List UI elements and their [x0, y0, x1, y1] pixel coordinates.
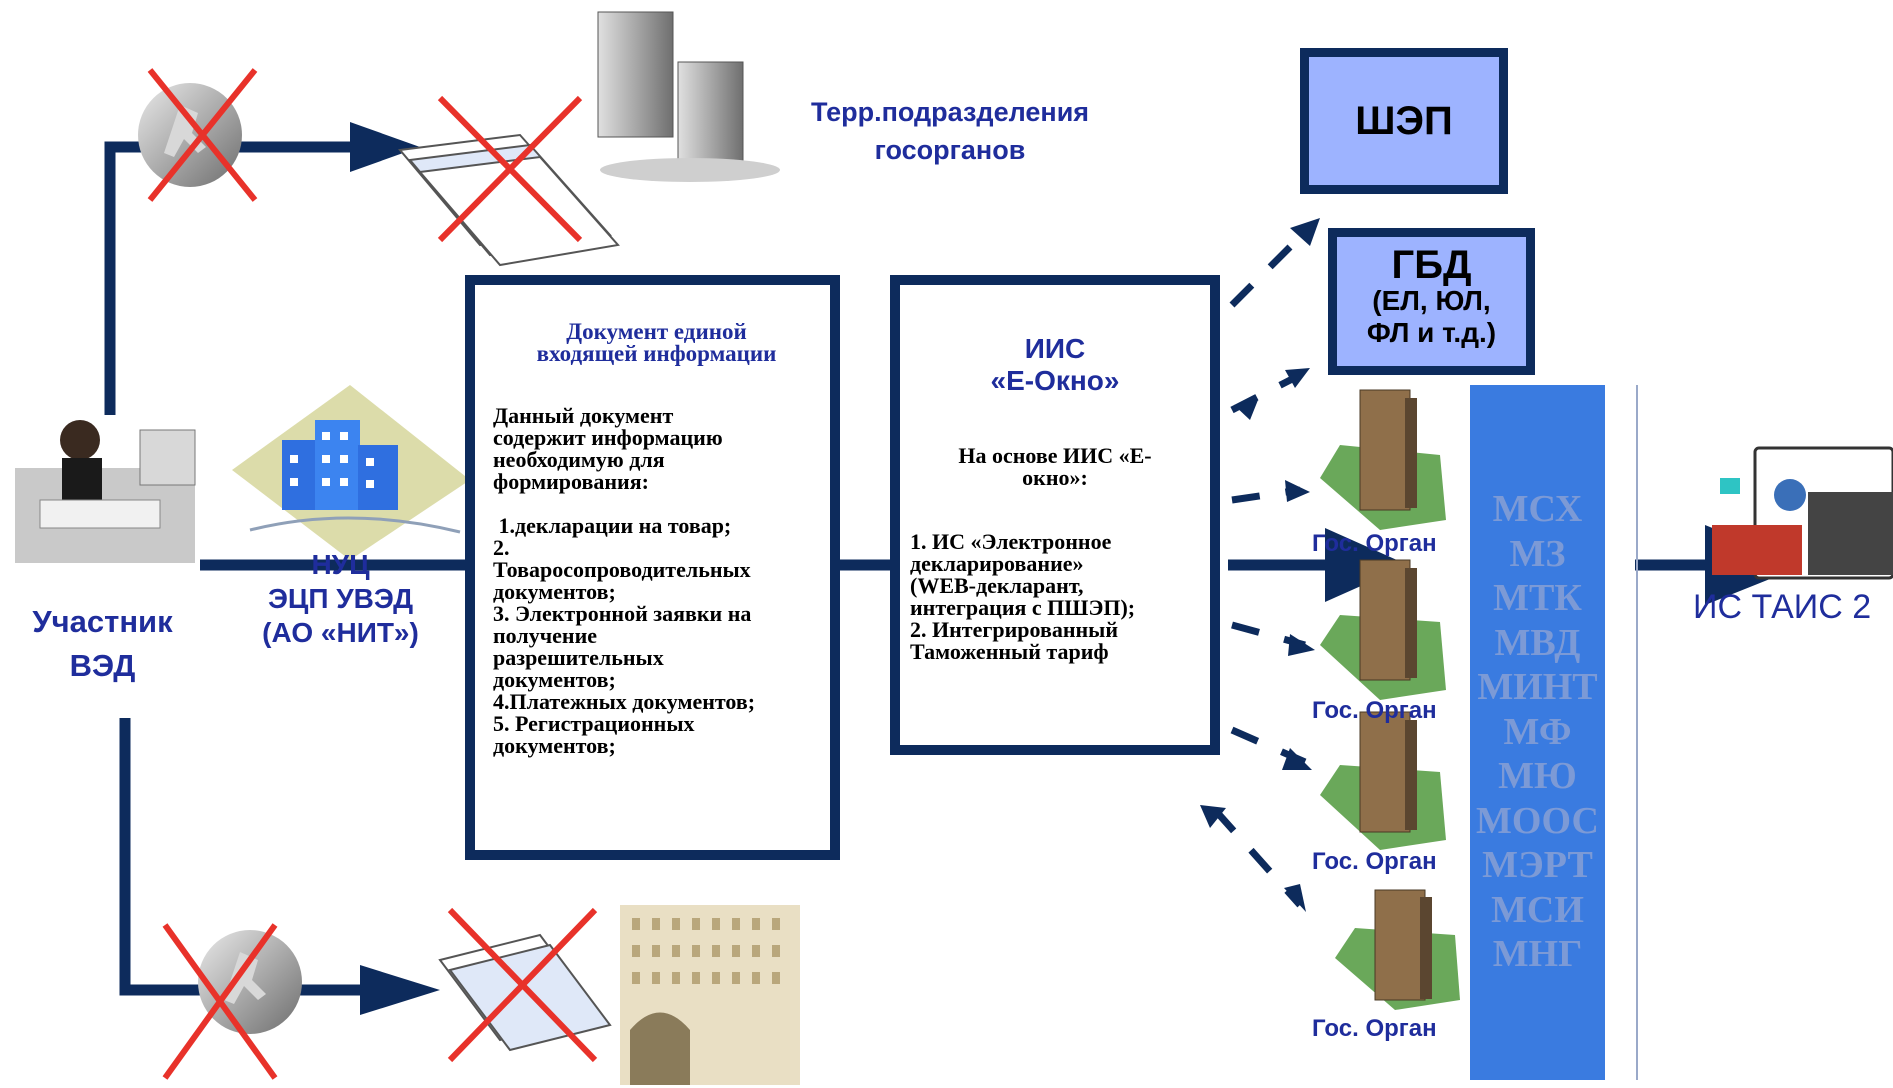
- iis-box: ИИС «Е-Окно» На основе ИИС «Е- окно»: 1.…: [890, 275, 1220, 755]
- crossed-documents-icon-top: [398, 133, 620, 267]
- nuc-label: НУЦ ЭЦП УВЭД (АО «НИТ»): [228, 548, 453, 650]
- participant-person-icon: [15, 420, 196, 563]
- gov-label-2: Гос. Орган: [1312, 697, 1437, 724]
- document-lines-line: 1.декларации на товар;: [493, 513, 732, 538]
- document-title: Документ единой входящей информации: [493, 319, 820, 366]
- gbd-line2: (ЕЛ, ЮЛ,: [1372, 285, 1491, 316]
- document-lines-line: получение: [493, 623, 598, 648]
- iis-items-line: 1. ИС «Электронное: [910, 529, 1112, 554]
- document-box: Документ единой входящей информации Данн…: [465, 275, 840, 860]
- agency-item: МООС: [1476, 799, 1599, 842]
- agency-item: МСХ: [1492, 488, 1583, 530]
- agency-item: МТК: [1493, 577, 1582, 619]
- dash-to-shep: [1229, 229, 1308, 308]
- gbd-line3: ФЛ и т.д.): [1366, 317, 1497, 348]
- gov-building-3: [1320, 711, 1446, 850]
- iis-title-line2: «Е-Окно»: [990, 365, 1120, 396]
- participant-label: Участник ВЭД: [0, 600, 205, 688]
- gov-label-1: Гос. Орган: [1312, 530, 1437, 557]
- participant-label-line1: Участник: [32, 604, 173, 639]
- tais-icon: [1712, 446, 1893, 580]
- document-lines-line: Данный документ: [493, 403, 674, 428]
- crossed-courier-icon-bottom: [198, 930, 302, 1034]
- gov-label-4: Гос. Орган: [1312, 1015, 1437, 1042]
- agency-item: МИНТ: [1477, 666, 1598, 708]
- document-lines-line: 4.Платежных документов;: [493, 689, 756, 714]
- crossed-courier-icon-top: [138, 83, 242, 187]
- terr-label: Терр.подразделения госорганов: [760, 93, 1140, 169]
- agency-item: МНГ: [1492, 933, 1583, 975]
- nuc-label-line1: НУЦ: [311, 549, 370, 580]
- dashed-arrow-heads: [1200, 218, 1320, 912]
- nuc-buildings-icon: [232, 385, 470, 560]
- iis-basis-line1: На основе ИИС «Е-: [958, 443, 1152, 468]
- document-lines-line: документов;: [493, 667, 616, 692]
- document-title-line2: входящей информации: [536, 341, 777, 366]
- document-lines-line: 2.: [493, 535, 510, 560]
- iis-title: ИИС «Е-Окно»: [910, 333, 1200, 397]
- terr-label-line2: госорганов: [874, 135, 1026, 165]
- document-lines-line: содержит информацию: [493, 425, 723, 450]
- agency-item: МЗ: [1509, 532, 1566, 575]
- agency-item: МСИ: [1491, 888, 1584, 931]
- iis-basis-line2: окно»:: [1022, 465, 1088, 490]
- iis-title-line1: ИИС: [1024, 333, 1086, 364]
- gov-building-1: [1320, 389, 1446, 530]
- gbd-box: ГБД (ЕЛ, ЮЛ, ФЛ и т.д.): [1328, 228, 1535, 375]
- agency-item: МЮ: [1498, 755, 1577, 797]
- tais-label: ИС ТАИС 2: [1693, 588, 1872, 626]
- agency-item: МВД: [1494, 621, 1581, 664]
- document-lines-line: Товаросопроводительных: [493, 557, 751, 582]
- gov-label-3: Гос. Орган: [1312, 848, 1437, 875]
- agency-item: МЭРТ: [1482, 844, 1593, 886]
- nuc-label-line2: ЭЦП УВЭД: [267, 583, 414, 614]
- document-title-line1: Документ единой: [566, 319, 747, 344]
- cross-marks: [147, 68, 598, 1080]
- agency-item: МФ: [1503, 710, 1572, 753]
- document-lines-line: документов;: [493, 579, 616, 604]
- iis-items-line: 2. Интегрированный: [910, 617, 1119, 642]
- ministry-building-icon: [620, 905, 800, 1085]
- iis-basis: На основе ИИС «Е- окно»:: [910, 445, 1200, 489]
- document-lines-line: 3. Электронной заявки на: [493, 601, 752, 626]
- terr-label-line1: Терр.подразделения: [810, 97, 1090, 127]
- top-flow-line: [104, 141, 350, 415]
- gov-building-icons: [1320, 389, 1460, 1010]
- office-towers-icon: [597, 11, 780, 182]
- shep-label: ШЭП: [1355, 99, 1453, 143]
- gov-building-4: [1335, 889, 1460, 1010]
- document-lines-line: разрешительных: [493, 645, 664, 670]
- document-lines-line: необходимую для: [493, 447, 665, 472]
- document-lines-line: [493, 493, 820, 515]
- document-lines-line: документов;: [493, 733, 616, 758]
- document-lines-line: 5. Регистрационных: [493, 711, 695, 736]
- bottom-arrow-head: [360, 965, 440, 1015]
- nuc-label-line3: (АО «НИТ»): [262, 617, 419, 648]
- crossed-documents-icon-bottom: [438, 933, 612, 1052]
- iis-items-line: декларирование»: [910, 551, 1084, 576]
- top-arrow-head: [350, 122, 420, 172]
- gbd-line1: ГБД: [1391, 243, 1472, 287]
- document-lines-line: формирования:: [493, 469, 649, 494]
- dash-gov-4: [1212, 807, 1303, 908]
- iis-items-line: Таможенный тариф: [910, 639, 1109, 664]
- iis-items-line: интеграция с ПШЭП);: [910, 595, 1136, 620]
- participant-label-line2: ВЭД: [69, 648, 136, 683]
- gov-building-2: [1320, 559, 1446, 700]
- iis-items-line: (WEB-декларант,: [910, 573, 1084, 598]
- shep-box: ШЭП: [1300, 48, 1508, 194]
